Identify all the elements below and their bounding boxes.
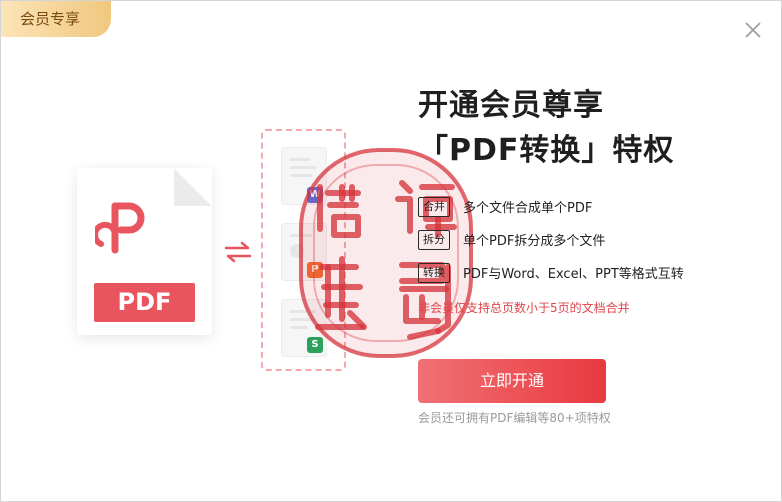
feature-tag: 拆分 (418, 229, 450, 250)
feature-list: 合并 多个文件合成单个PDF 拆分 单个PDF拆分成多个文件 转换 PDF与Wo… (418, 190, 748, 289)
member-benefits-subtext: 会员还可拥有PDF编辑等80+项特权 (418, 411, 611, 425)
feature-text: 单个PDF拆分成多个文件 (463, 234, 606, 249)
non-member-note: 非会员仅支持总页数小于5页的文档合并 (418, 301, 630, 315)
page-fold-icon (174, 168, 212, 206)
pdf-document-illustration: PDF (77, 168, 212, 335)
feature-text: PDF与Word、Excel、PPT等格式互转 (463, 267, 684, 282)
pdf-logo-icon (95, 202, 145, 254)
word-icon: W (307, 187, 323, 203)
convert-arrows-icon (224, 241, 252, 263)
feature-tag: 合并 (418, 196, 450, 217)
excel-icon: S (307, 337, 323, 353)
title-line-2: 「PDF转换」特权 (418, 133, 675, 168)
activate-now-button[interactable]: 立即开通 (418, 359, 606, 403)
pdf-label: PDF (94, 283, 195, 322)
feature-convert: 转换 PDF与Word、Excel、PPT等格式互转 (418, 256, 748, 289)
feature-merge: 合并 多个文件合成单个PDF (418, 190, 748, 223)
feature-text: 多个文件合成单个PDF (463, 201, 593, 216)
page-title: 开通会员尊享 「PDF转换」特权 (418, 83, 738, 173)
close-icon[interactable] (742, 19, 764, 41)
title-line-1: 开通会员尊享 (418, 88, 604, 123)
ppt-icon: P (307, 262, 323, 278)
feature-split: 拆分 单个PDF拆分成多个文件 (418, 223, 748, 256)
member-badge: 会员专享 (1, 1, 111, 37)
target-formats-panel: W P S (261, 129, 346, 371)
feature-tag: 转换 (418, 262, 450, 283)
